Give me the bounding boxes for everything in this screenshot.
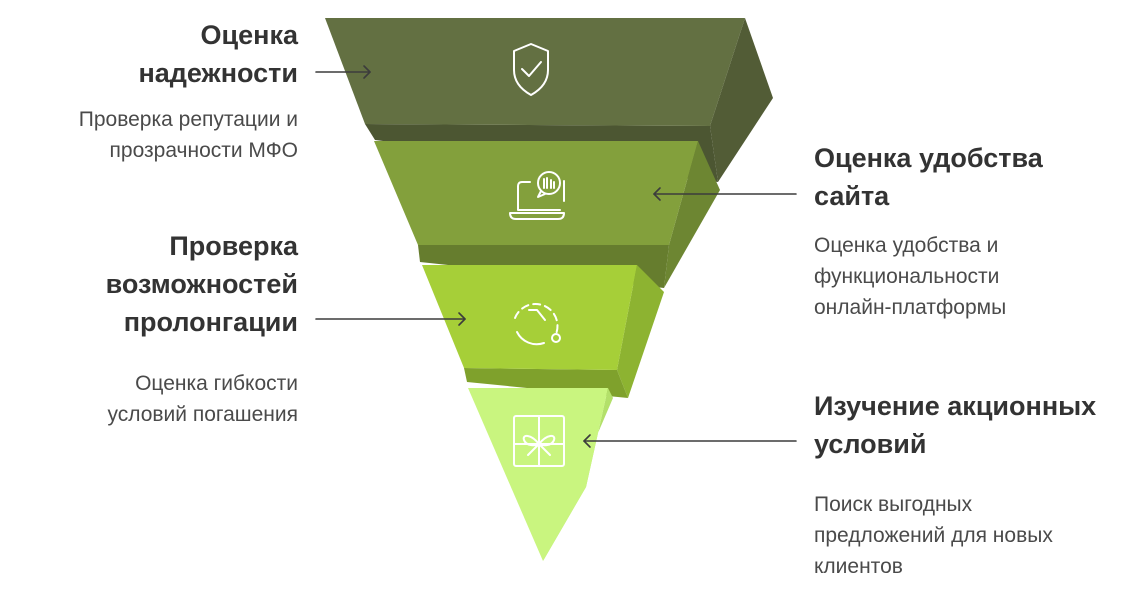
funnel-layer-promotions (468, 388, 613, 561)
timer-icon (514, 303, 561, 346)
laptop-chat-icon (509, 171, 565, 220)
funnel-layer-usability (374, 141, 720, 288)
shield-check-icon (513, 43, 549, 96)
arrow-reliability (315, 65, 371, 79)
stage-desc-prolongation: Оценка гибкости условий погашения (107, 372, 298, 426)
stage-desc-usability: Оценка удобства и функциональности онлай… (814, 234, 1007, 319)
arrow-prolongation (315, 312, 466, 326)
stage-title-promotions: Изучение акционных условий (814, 391, 1097, 459)
stage-desc-promotions: Поиск выгодных предложений для новых кли… (814, 493, 1053, 578)
funnel-layer-prolongation (422, 265, 664, 398)
arrow-usability (653, 187, 797, 201)
stage-desc-reliability: Проверка репутации и прозрачности МФО (78, 108, 298, 162)
stage-title-reliability: Оценка надежности (138, 20, 298, 88)
gift-icon (513, 415, 565, 467)
stage-title-prolongation: Проверка возможностей пролонгации (105, 231, 298, 337)
stage-title-usability: Оценка удобства сайта (814, 143, 1043, 211)
arrow-promotions (583, 434, 797, 448)
